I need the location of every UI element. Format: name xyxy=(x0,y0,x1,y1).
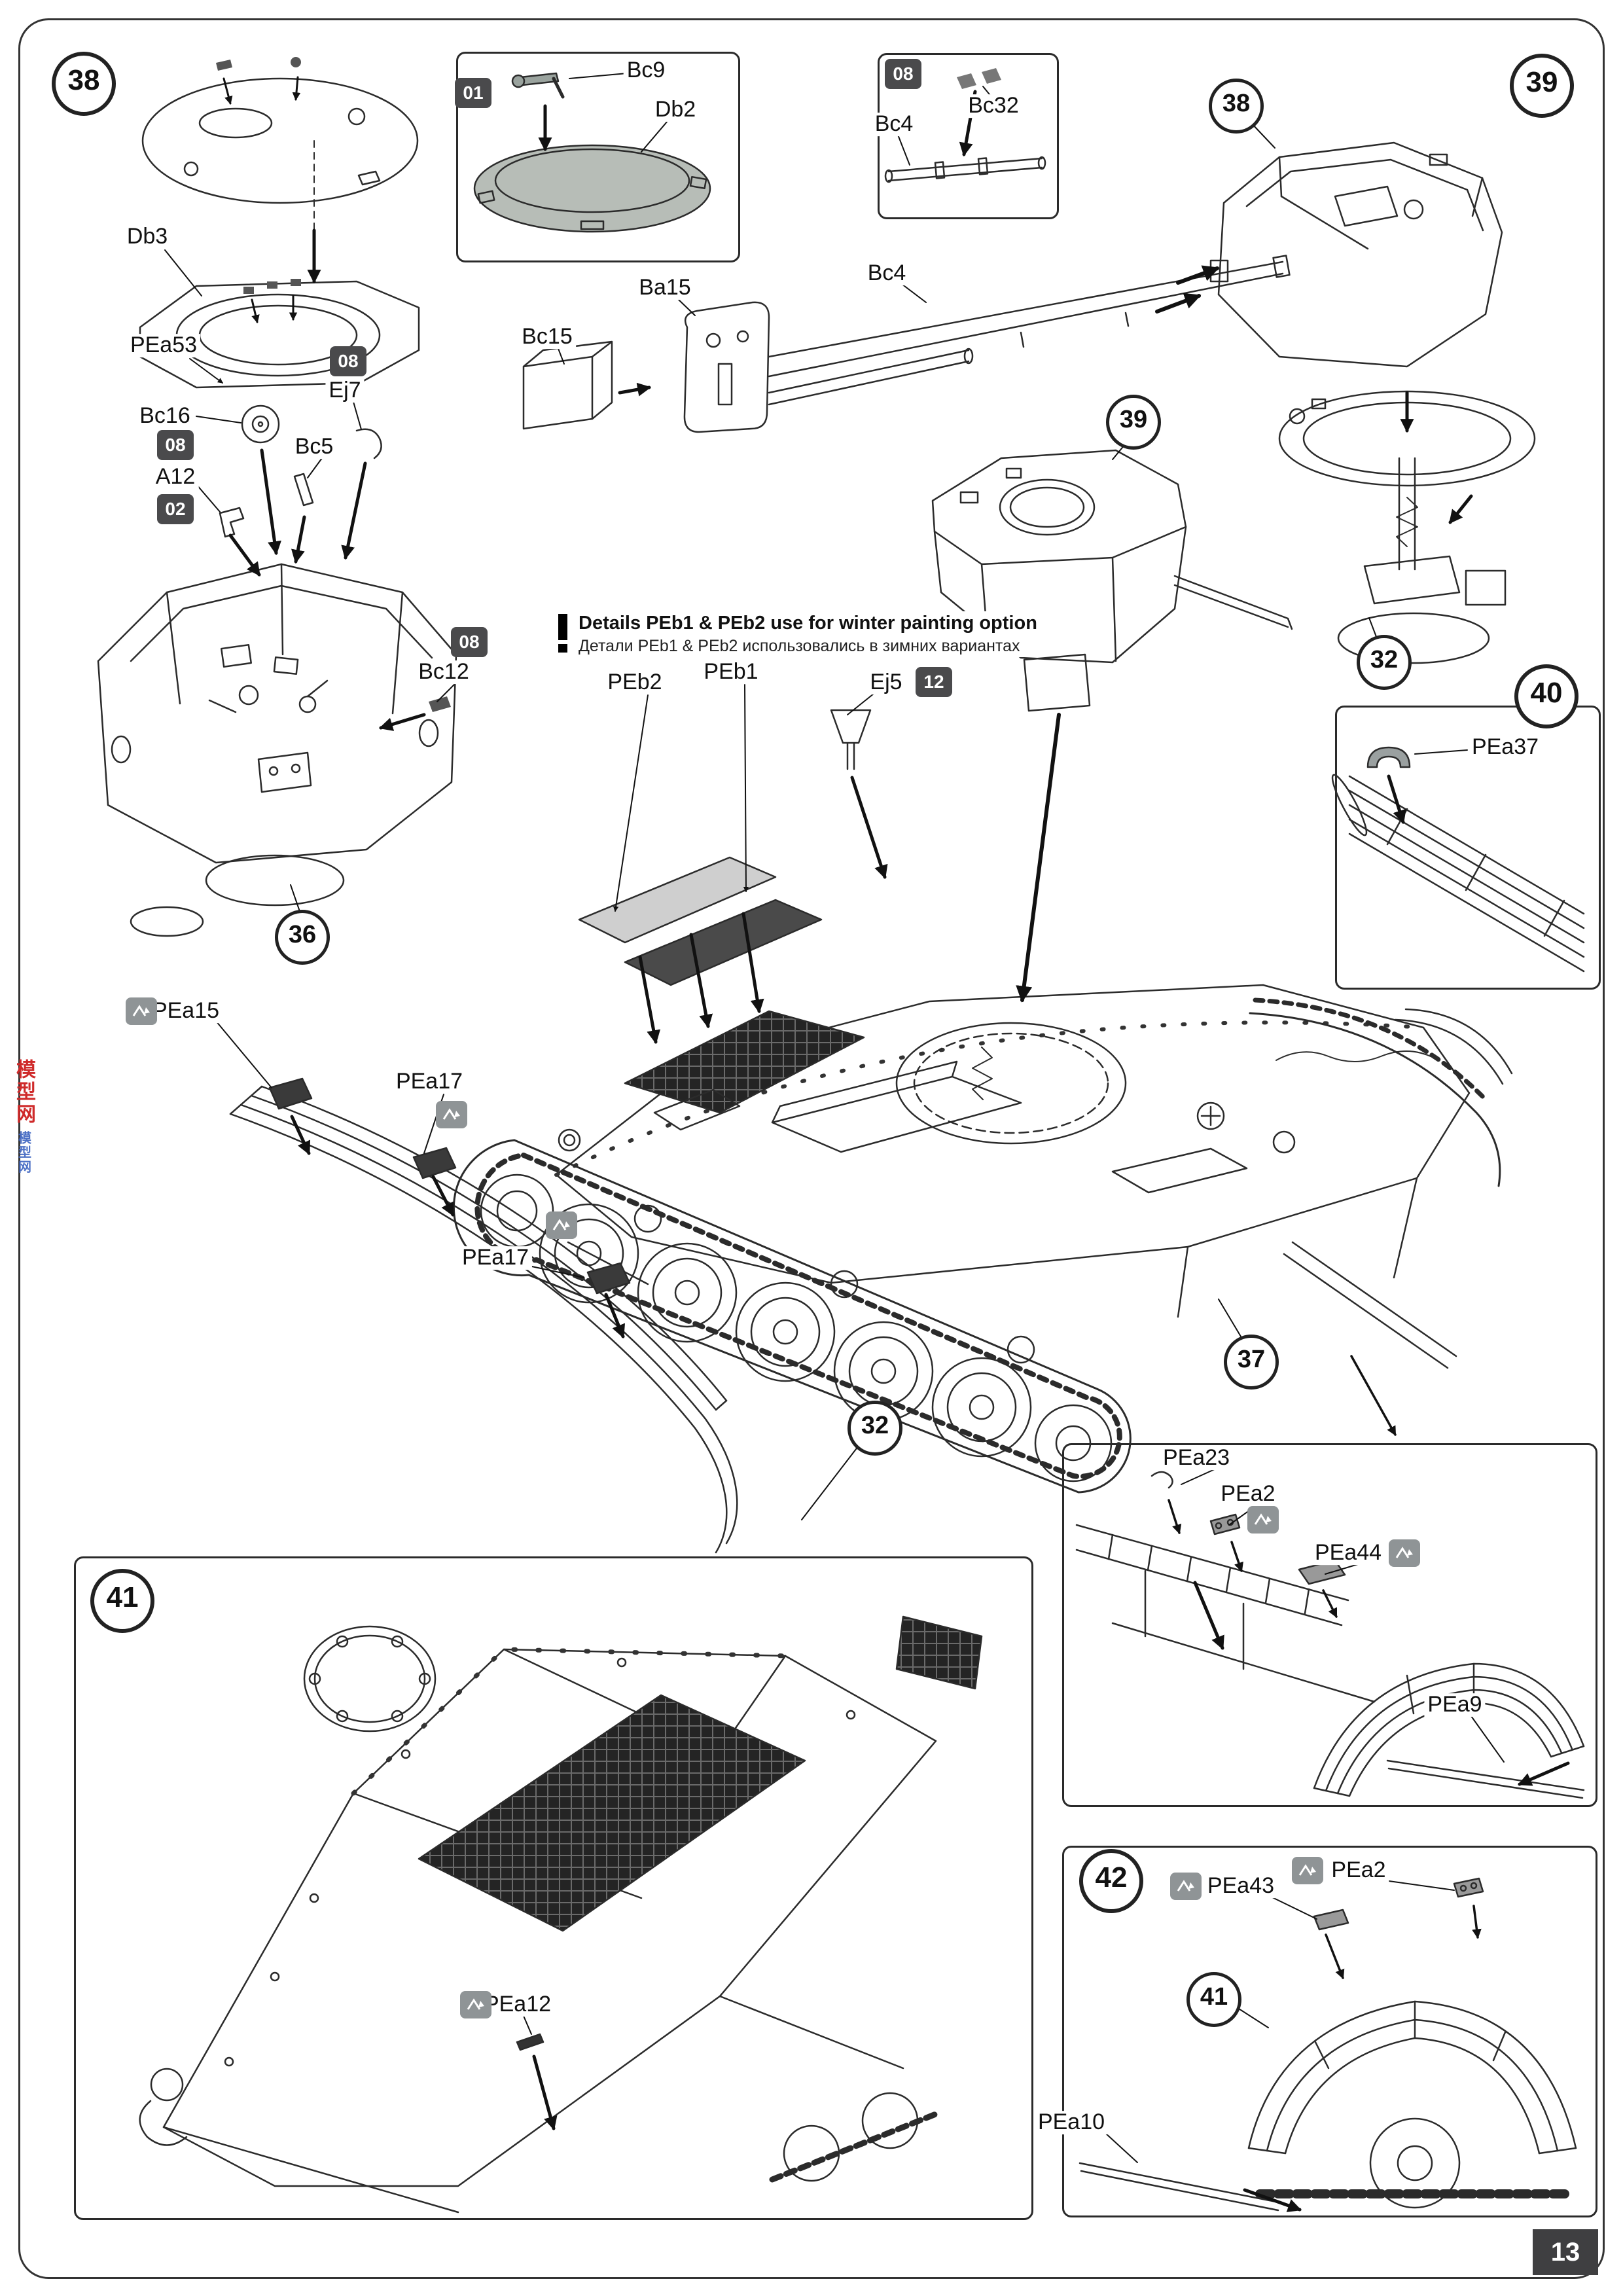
callout-38: 38 xyxy=(1209,79,1264,134)
pe-bend-icon xyxy=(1292,1857,1323,1884)
part-label-a12: A12 xyxy=(152,465,199,489)
step-number-39: 39 xyxy=(1510,54,1574,118)
inset-box-step41 xyxy=(74,1556,1033,2220)
sprue-badge-01: 01 xyxy=(455,78,491,108)
page-border xyxy=(18,18,1605,2279)
part-label-pea2-fender: PEa2 xyxy=(1217,1482,1279,1506)
sprue-badge-08-gun: 08 xyxy=(885,59,921,89)
sprue-badge-08-bc16: 08 xyxy=(157,430,194,460)
part-label-db3: Db3 xyxy=(123,224,171,249)
part-label-pea23: PEa23 xyxy=(1159,1446,1234,1470)
winter-note-english: Details PEb1 & PEb2 use for winter paint… xyxy=(579,613,1037,634)
part-label-pea15: PEa15 xyxy=(149,999,223,1023)
part-label-pea17-front: PEa17 xyxy=(392,1069,467,1094)
callout-39: 39 xyxy=(1106,395,1161,450)
winter-note-russian: Детали PEb1 & PEb2 использовались в зимн… xyxy=(579,637,1020,655)
part-label-pea53: PEa53 xyxy=(126,333,201,357)
watermark: 模型网 模型网 xyxy=(9,1059,38,1174)
part-label-ej7: Ej7 xyxy=(325,378,365,403)
watermark-text-red: 模型网 xyxy=(13,1059,35,1126)
part-label-pea43: PEa43 xyxy=(1204,1874,1278,1898)
inset-box-fender-detail xyxy=(1062,1443,1597,1807)
pe-bend-icon xyxy=(1389,1539,1420,1567)
part-label-bc15: Bc15 xyxy=(518,325,576,349)
part-label-pea17-rear: PEa17 xyxy=(458,1246,533,1270)
winter-option-note: Details PEb1 & PEb2 use for winter paint… xyxy=(554,611,1041,657)
step-number-41: 41 xyxy=(90,1569,154,1633)
callout-32-fender: 32 xyxy=(847,1401,902,1456)
part-label-ej5: Ej5 xyxy=(866,670,906,694)
pe-bend-icon xyxy=(1170,1873,1202,1900)
pe-bend-icon xyxy=(436,1101,467,1128)
part-label-pea12: PEa12 xyxy=(480,1992,555,2017)
part-label-ba15: Ba15 xyxy=(635,276,694,300)
sprue-badge-02: 02 xyxy=(157,494,194,524)
part-label-pea9: PEa9 xyxy=(1424,1693,1486,1717)
part-label-bc5: Bc5 xyxy=(291,435,337,459)
part-label-bc4-gun: Bc4 xyxy=(864,261,910,285)
part-label-pea2-rear: PEa2 xyxy=(1328,1858,1389,1882)
part-label-bc12: Bc12 xyxy=(415,660,473,684)
callout-36: 36 xyxy=(275,910,330,965)
sprue-badge-12: 12 xyxy=(916,667,952,697)
part-label-bc32: Bc32 xyxy=(965,94,1022,118)
pe-bend-icon xyxy=(126,997,157,1025)
part-label-peb2: PEb2 xyxy=(604,670,666,694)
part-label-db2: Db2 xyxy=(651,98,700,122)
sprue-badge-08-bc12: 08 xyxy=(451,627,488,657)
page-number: 13 xyxy=(1533,2229,1598,2275)
step-number-38: 38 xyxy=(52,52,116,116)
sprue-badge-08-ej7: 08 xyxy=(330,346,366,376)
pe-bend-icon xyxy=(546,1211,577,1239)
part-label-bc16: Bc16 xyxy=(136,404,194,428)
callout-32-turret: 32 xyxy=(1357,635,1412,690)
watermark-text-blue: 模型网 xyxy=(16,1131,31,1174)
pe-bend-icon xyxy=(1247,1506,1279,1534)
step-number-42: 42 xyxy=(1079,1849,1143,1913)
inset-box-hatch xyxy=(456,52,740,262)
exclamation-icon xyxy=(558,613,568,653)
part-label-pea37: PEa37 xyxy=(1468,735,1543,759)
pe-bend-icon xyxy=(460,1991,491,2018)
callout-37: 37 xyxy=(1224,1335,1279,1390)
inset-box-step42 xyxy=(1062,1846,1597,2217)
part-label-bc9: Bc9 xyxy=(623,58,669,82)
part-label-bc4-box: Bc4 xyxy=(871,112,917,136)
part-label-peb1: PEb1 xyxy=(700,660,762,684)
step-number-40: 40 xyxy=(1514,664,1578,728)
part-label-pea10: PEa10 xyxy=(1034,2110,1109,2134)
callout-41: 41 xyxy=(1186,1972,1241,2027)
part-label-pea44: PEa44 xyxy=(1311,1541,1385,1565)
